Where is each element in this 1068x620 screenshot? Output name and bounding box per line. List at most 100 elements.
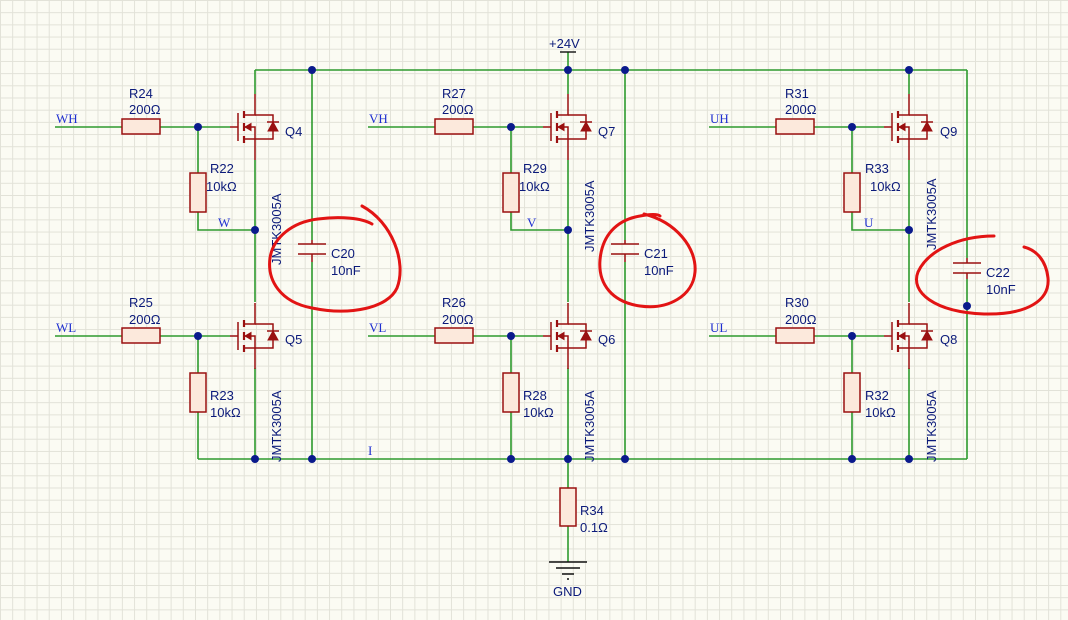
resistor-value: 10kΩ — [523, 405, 554, 420]
junction-dot — [308, 66, 316, 74]
ground-symbol: GND — [549, 561, 587, 599]
mosfet-q9[interactable]: Q9 JMTK3005A — [882, 92, 957, 250]
junctions — [194, 66, 971, 463]
mosfet-part-number: JMTK3005A — [924, 178, 939, 250]
junction-dot — [905, 226, 913, 234]
net-label-uh: UH — [710, 111, 729, 126]
ground-label: GND — [553, 584, 582, 599]
capacitor-c22[interactable]: C22 10nF — [953, 258, 1016, 297]
mosfet-part-number: JMTK3005A — [582, 180, 597, 252]
resistor-ref: R31 — [785, 86, 809, 101]
junction-dot — [848, 332, 856, 340]
resistor-ref: R27 — [442, 86, 466, 101]
resistor-r22[interactable]: R22 10kΩ — [189, 161, 237, 213]
supply-label: +24V — [549, 36, 580, 51]
resistor-ref: R24 — [129, 86, 153, 101]
mosfet-q6[interactable]: Q6 JMTK3005A — [541, 301, 615, 462]
resistor-r24[interactable]: R24 200Ω — [121, 86, 161, 135]
net-label-ul: UL — [710, 320, 727, 335]
mosfet-q5[interactable]: Q5 JMTK3005A — [228, 301, 302, 462]
annotation-circle-c20 — [268, 204, 402, 313]
resistor-value: 0.1Ω — [580, 520, 608, 535]
junction-dot — [251, 226, 259, 234]
mosfet-part-number: JMTK3005A — [582, 390, 597, 462]
resistor-r29[interactable]: R29 10kΩ — [502, 161, 550, 213]
mosfet-ref: Q5 — [285, 332, 302, 347]
capacitor-value: 10nF — [986, 282, 1016, 297]
resistor-ref: R32 — [865, 388, 889, 403]
junction-dot — [507, 332, 515, 340]
junction-dot — [251, 455, 259, 463]
resistor-r33[interactable]: R33 10kΩ — [843, 161, 901, 213]
net-label-wh: WH — [56, 111, 78, 126]
resistor-r26[interactable]: R26 200Ω — [434, 295, 474, 344]
junction-dot — [564, 455, 572, 463]
net-label-vl: VL — [369, 320, 386, 335]
net-label-wl: WL — [56, 320, 76, 335]
net-label-vh: VH — [369, 111, 388, 126]
capacitor-ref: C20 — [331, 246, 355, 261]
resistor-r27[interactable]: R27 200Ω — [434, 86, 474, 135]
junction-dot — [507, 455, 515, 463]
capacitor-c20[interactable]: C20 10nF — [298, 240, 361, 278]
net-label-u: U — [864, 215, 874, 230]
resistor-value: 200Ω — [129, 312, 161, 327]
net-label-v: V — [527, 215, 537, 230]
annotation-circle-c21 — [598, 212, 697, 309]
resistor-value: 200Ω — [442, 102, 474, 117]
resistor-value: 10kΩ — [865, 405, 896, 420]
resistor-r23[interactable]: R23 10kΩ — [189, 372, 241, 420]
resistor-ref: R29 — [523, 161, 547, 176]
mosfet-ref: Q4 — [285, 124, 302, 139]
junction-dot — [564, 226, 572, 234]
resistor-value: 10kΩ — [210, 405, 241, 420]
resistor-value: 200Ω — [785, 312, 817, 327]
resistor-ref: R25 — [129, 295, 153, 310]
mosfet-ref: Q6 — [598, 332, 615, 347]
junction-dot — [848, 123, 856, 131]
power-supply-symbol: +24V — [549, 36, 580, 53]
mosfet-ref: Q8 — [940, 332, 957, 347]
mosfet-ref: Q7 — [598, 124, 615, 139]
junction-dot — [621, 455, 629, 463]
resistor-ref: R22 — [210, 161, 234, 176]
resistor-value: 10kΩ — [206, 179, 237, 194]
junction-dot — [507, 123, 515, 131]
resistor-r28[interactable]: R28 10kΩ — [502, 372, 554, 420]
resistor-value: 200Ω — [442, 312, 474, 327]
net-labels: WH WL VH VL UH UL W V U I — [56, 111, 874, 458]
resistor-r31[interactable]: R31 200Ω — [775, 86, 817, 135]
net-label-i: I — [368, 443, 372, 458]
junction-dot — [564, 66, 572, 74]
capacitor-ref: C22 — [986, 265, 1010, 280]
resistor-r30[interactable]: R30 200Ω — [775, 295, 817, 344]
net-label-w: W — [218, 215, 231, 230]
capacitor-c21[interactable]: C21 10nF — [611, 240, 674, 278]
capacitor-value: 10nF — [331, 263, 361, 278]
resistor-value: 10kΩ — [870, 179, 901, 194]
resistor-r32[interactable]: R32 10kΩ — [843, 372, 896, 420]
mosfet-q8[interactable]: Q8 JMTK3005A — [882, 301, 957, 462]
junction-dot — [848, 455, 856, 463]
resistor-value: 200Ω — [785, 102, 817, 117]
junction-dot — [194, 332, 202, 340]
junction-dot — [963, 302, 971, 310]
junction-dot — [194, 123, 202, 131]
resistor-ref: R26 — [442, 295, 466, 310]
resistor-r25[interactable]: R25 200Ω — [121, 295, 161, 344]
capacitor-ref: C21 — [644, 246, 668, 261]
annotation-circle-c22 — [915, 234, 1050, 316]
resistor-r34[interactable]: R34 0.1Ω — [559, 487, 608, 535]
junction-dot — [308, 455, 316, 463]
resistor-ref: R28 — [523, 388, 547, 403]
mosfet-ref: Q9 — [940, 124, 957, 139]
mosfet-part-number: JMTK3005A — [924, 390, 939, 462]
mosfet-q7[interactable]: Q7 JMTK3005A — [541, 92, 615, 252]
mosfet-q4[interactable]: Q4 JMTK3005A — [228, 92, 302, 265]
annotation-circles — [268, 204, 1050, 316]
resistor-value: 10kΩ — [519, 179, 550, 194]
junction-dot — [905, 455, 913, 463]
junction-dot — [621, 66, 629, 74]
resistor-ref: R34 — [580, 503, 604, 518]
